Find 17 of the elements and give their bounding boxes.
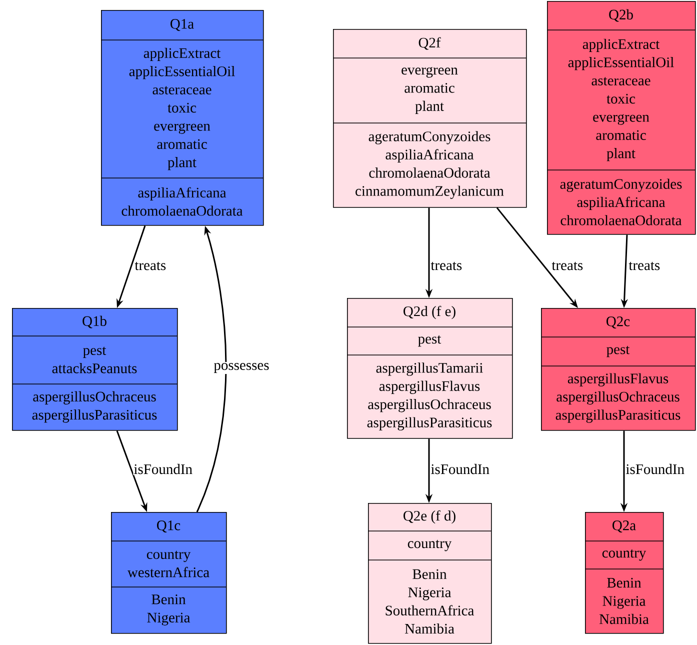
record-box: Q2c pest aspergillusFlavus aspergillusOchraceus aspergillusParasiticus <box>540 308 696 431</box>
record-box: Q2a country Benin Nigeria Namibia <box>584 512 664 634</box>
record-box: Q2d (f e) pest aspergillusTamarii aspergillusFlavus aspergillusOchraceus aspergillusParasiticus <box>346 298 513 439</box>
record-box: Q2e (f d) country Benin Nigeria SouthernAfrica Namibia <box>368 503 492 644</box>
record-box: Q1a applicExtract applicEssentialOil asteraceae toxic evergreen aromatic plant aspiliaAfricana chromolaenaOdorata <box>100 10 264 226</box>
record-box: Q2b applicExtract applicEssentialOil asteraceae toxic evergreen aromatic plant ageratumConyzoides aspiliaAfricana chromolaenaOdorata <box>546 1 696 235</box>
edge-label: treats <box>430 260 463 272</box>
record-box: Q2f evergreen aromatic plant ageratumConyzoides aspiliaAfricana chromolaenaOdorata cinnamomumZeylanicum <box>332 29 527 208</box>
edge-label: possesses <box>213 362 270 374</box>
record-box: Q1b pest attacksPeanuts aspergillusOchraceus aspergillusParasiticus <box>12 308 178 431</box>
record-box: Q1c country westernAfrica Benin Nigeria <box>110 512 227 634</box>
edge-label: treats <box>134 260 167 272</box>
edge-label: treats <box>551 260 584 272</box>
edge-label: isFoundIn <box>430 462 490 476</box>
edge-label: isFoundIn <box>625 462 686 476</box>
edge-label: isFoundIn <box>133 462 194 476</box>
edge-label: treats <box>628 260 661 272</box>
